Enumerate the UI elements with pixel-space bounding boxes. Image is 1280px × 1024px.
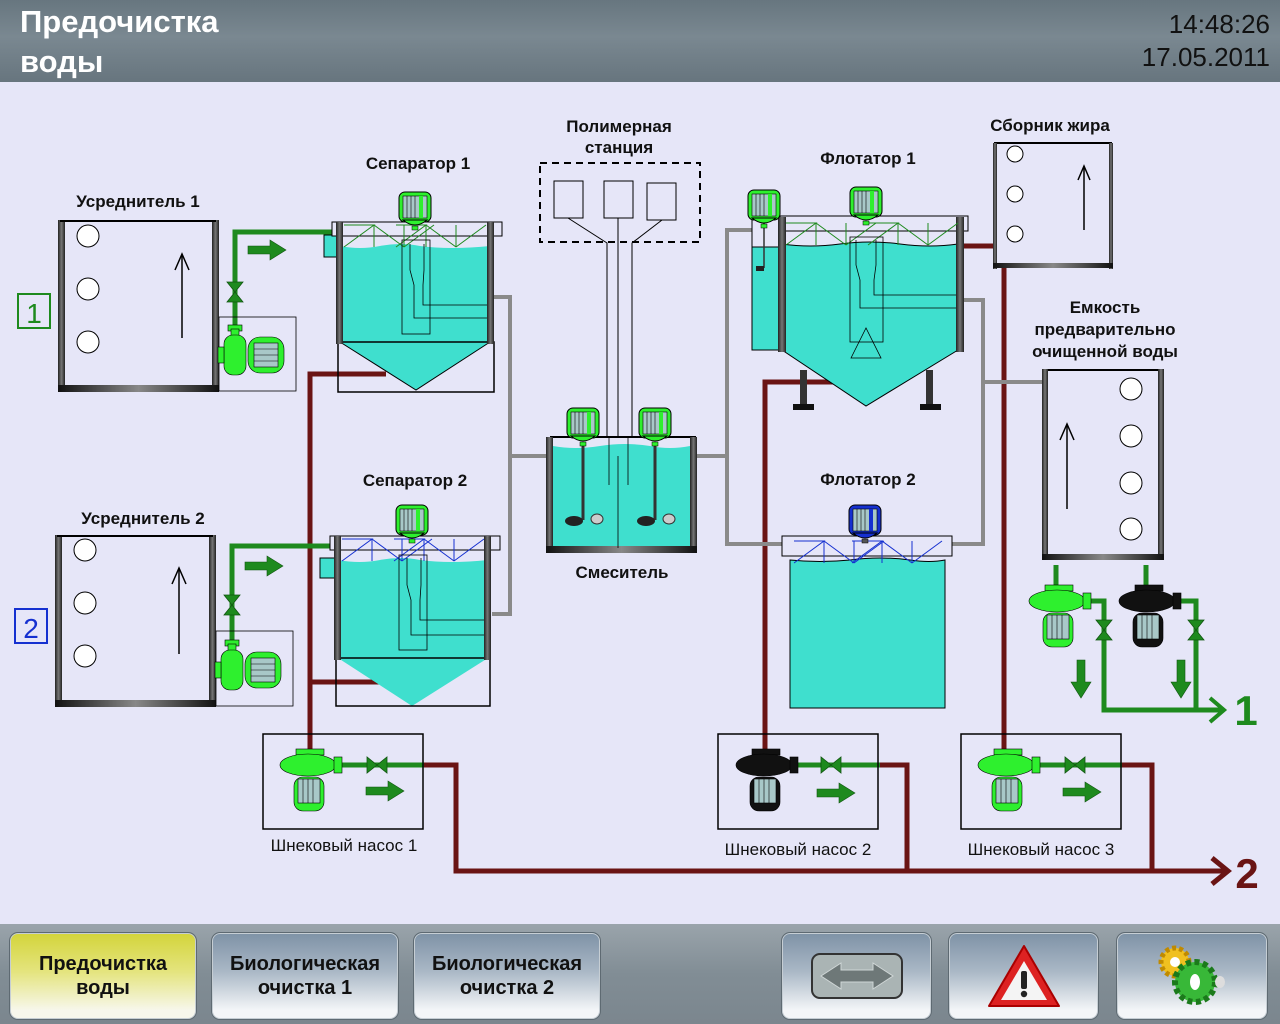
nav-bio-2-label-2: очистка 2 — [459, 977, 555, 999]
mixer-label: Смеситель — [575, 563, 668, 582]
screw-pump-1-label: Шнековый насос 1 — [271, 836, 418, 855]
valve-icon[interactable] — [1064, 756, 1086, 774]
clock: 14:48:26 17.05.2011 — [1142, 8, 1270, 74]
page-title: Предочистка воды — [20, 2, 320, 82]
equalizer-1-label: Усреднитель 1 — [76, 192, 200, 211]
line-1-badge[interactable] — [17, 293, 51, 329]
clock-time: 14:48:26 — [1168, 9, 1270, 39]
valve-icon[interactable] — [1187, 619, 1205, 641]
output-2-arrow — [1210, 856, 1232, 886]
pretreated-tank-label-1: Емкость — [1070, 298, 1141, 317]
flow-arrow-down-icon — [1070, 659, 1092, 699]
flotator-2-label: Флотатор 2 — [820, 470, 915, 489]
polymer-station-label-2: станция — [585, 138, 653, 157]
gray-pipes — [492, 228, 1044, 616]
nav-bio-treatment-1-button[interactable]: Биологическая очистка 1 — [211, 932, 399, 1020]
flow-arrow-icon — [816, 782, 856, 804]
flotator-2[interactable] — [781, 535, 953, 709]
nav-pretreatment-label-1: Предочистка — [38, 953, 168, 975]
flow-arrow-down-icon — [1170, 659, 1192, 699]
nav-pretreatment-button[interactable]: Предочистка воды — [9, 932, 197, 1020]
flow-arrow-icon — [244, 555, 284, 577]
separator-2-label: Сепаратор 2 — [363, 471, 467, 490]
flow-arrow-icon — [1062, 781, 1102, 803]
pretreated-tank-label-3: очищенной воды — [1032, 342, 1178, 361]
screw-pump-3-frame — [960, 733, 1122, 830]
footer-nav-bar: Предочистка воды Биологическая очистка 1… — [0, 924, 1280, 1024]
sludge-pipes — [307, 243, 1228, 874]
flotator-1-label: Флотатор 1 — [820, 149, 915, 168]
equalizer-2[interactable] — [55, 535, 216, 707]
line-1-badge-text: 1 — [26, 298, 42, 329]
header-bar: Предочистка воды 14:48:26 17.05.2011 — [0, 0, 1280, 82]
pretreated-water-tank[interactable] — [1042, 369, 1164, 560]
equalizer-2-label: Усреднитель 2 — [81, 509, 205, 528]
screw-pump-3-label: Шнековый насос 3 — [968, 840, 1115, 859]
transfer-pump-2-icon[interactable] — [1118, 584, 1182, 648]
settings-gears-icon — [1158, 945, 1225, 1005]
nav-bio-treatment-2-button[interactable]: Биологическая очистка 2 — [413, 932, 601, 1020]
feed-pump-2-icon[interactable] — [214, 639, 282, 691]
alarms-button[interactable] — [948, 932, 1099, 1020]
nav-bio-1-label-1: Биологическая — [229, 953, 381, 975]
page-title-line2: воды — [20, 44, 104, 79]
fat-collector-label: Сборник жира — [990, 116, 1110, 135]
valve-icon[interactable] — [1095, 619, 1113, 641]
line-2-badge[interactable] — [14, 608, 48, 644]
mixer[interactable] — [546, 436, 697, 553]
valve-icon[interactable] — [366, 756, 388, 774]
flow-arrow-icon — [247, 239, 287, 261]
nav-bio-1-label-2: очистка 1 — [257, 977, 353, 999]
feed-pump-1-icon[interactable] — [217, 324, 285, 376]
switch-view-button[interactable] — [781, 932, 932, 1020]
output-2-label: 2 — [1235, 850, 1258, 897]
separator-1[interactable] — [323, 221, 503, 393]
output-1-label: 1 — [1234, 687, 1257, 734]
screw-pump-2-icon[interactable] — [735, 748, 799, 812]
alarm-warning-icon — [987, 945, 1060, 1007]
mixer-motor-1-icon[interactable] — [566, 407, 600, 447]
output-1-arrow — [1208, 696, 1228, 724]
separator-2[interactable] — [319, 535, 501, 707]
screw-pump-3-icon[interactable] — [977, 748, 1041, 812]
nav-pretreatment-label-2: воды — [76, 977, 130, 999]
switch-arrows-icon — [810, 953, 903, 999]
process-diagram: Усреднитель 1 1 Усреднитель 2 2 Се — [0, 82, 1280, 924]
valve-icon[interactable] — [226, 281, 244, 303]
screw-pump-1-icon[interactable] — [279, 748, 343, 812]
polymer-station[interactable] — [539, 162, 701, 437]
fat-collector[interactable] — [993, 142, 1113, 269]
nav-bio-2-label-1: Биологическая — [431, 953, 583, 975]
line-2-badge-text: 2 — [23, 613, 39, 644]
valve-icon[interactable] — [820, 756, 842, 774]
equalizer-1[interactable] — [58, 220, 219, 392]
clock-date: 17.05.2011 — [1141, 42, 1270, 72]
screw-pump-1-frame — [262, 733, 424, 830]
screw-pump-2-label: Шнековый насос 2 — [725, 840, 872, 859]
pretreated-tank-label-2: предварительно — [1034, 320, 1175, 339]
settings-button[interactable] — [1116, 932, 1268, 1020]
separator-1-label: Сепаратор 1 — [366, 154, 470, 173]
screw-pump-2-frame — [717, 733, 879, 830]
valve-icon[interactable] — [223, 594, 241, 616]
transfer-pump-1-icon[interactable] — [1028, 584, 1092, 648]
page-title-line1: Предочистка — [20, 4, 219, 39]
flotator-1[interactable] — [751, 215, 969, 410]
polymer-station-label-1: Полимерная — [566, 117, 672, 136]
mixer-motor-2-icon[interactable] — [638, 407, 672, 447]
flow-arrow-icon — [365, 780, 405, 802]
